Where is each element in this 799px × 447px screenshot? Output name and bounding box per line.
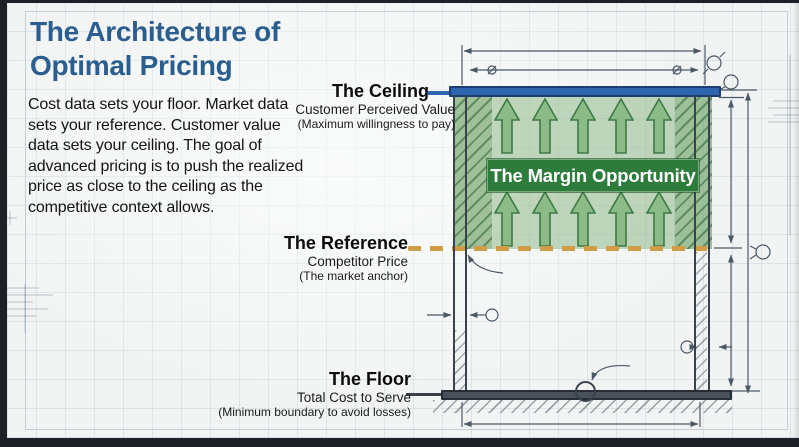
intro-paragraph: Cost data sets your floor. Market data s… <box>28 96 304 216</box>
right-column-hatching <box>696 252 707 391</box>
reference-label-group: The Reference Competitor Price (The mark… <box>195 234 408 284</box>
floor-label-group: The Floor Total Cost to Serve (Minimum b… <box>170 370 411 420</box>
title-line-2: Optimal Pricing <box>30 50 233 81</box>
ceiling-note: (Maximum willingness to pay) <box>297 117 455 131</box>
ceiling-subtitle: Customer Perceived Value <box>295 102 455 117</box>
page-title: The Architecture of Optimal Pricing <box>30 15 280 83</box>
up-arrow-icon <box>570 98 596 154</box>
left-column-hatching <box>455 330 465 391</box>
floor-pointer-arrow <box>591 364 631 381</box>
up-arrow-icon <box>570 191 596 247</box>
title-line-1: The Architecture of <box>30 16 280 47</box>
up-arrow-icon <box>608 98 634 154</box>
reference-subtitle: Competitor Price <box>307 254 408 269</box>
margin-arrow-row <box>494 98 672 154</box>
ceiling-name: The Ceiling <box>331 81 429 101</box>
reference-price-dashed-line <box>408 246 712 251</box>
floor-datum-circle <box>575 381 596 402</box>
ceiling-label-connector <box>428 91 450 95</box>
dimension-lines <box>427 45 771 427</box>
left-structural-column <box>453 95 467 391</box>
up-arrow-icon <box>608 191 634 247</box>
up-arrow-icon <box>646 98 672 154</box>
reference-note: (The market anchor) <box>299 269 408 283</box>
floor-subtitle: Total Cost to Serve <box>296 390 411 405</box>
margin-arrow-row <box>494 191 672 247</box>
up-arrow-icon <box>532 191 558 247</box>
up-arrow-icon <box>494 191 520 247</box>
ceiling-label-group: The Ceiling Customer Perceived Value (Ma… <box>235 82 455 132</box>
floor-ground-hatching <box>433 400 732 413</box>
right-structural-column <box>694 95 710 391</box>
faint-blueprint-marks <box>7 55 799 333</box>
up-arrow-icon <box>646 191 672 247</box>
margin-hatch-band-left <box>455 95 492 249</box>
floor-note: (Minimum boundary to avoid losses) <box>218 405 411 419</box>
reference-name: The Reference <box>283 233 408 253</box>
up-arrow-icon <box>532 98 558 154</box>
reference-pointer-arrow <box>467 254 504 274</box>
up-arrow-icon <box>494 98 520 154</box>
floor-name: The Floor <box>329 369 411 389</box>
dimension-linework <box>7 45 799 427</box>
blueprint-paper: The Architecture of Optimal Pricing Cost… <box>7 3 799 438</box>
floor-label-connector <box>406 393 443 396</box>
ceiling-price-bar <box>449 86 721 97</box>
margin-opportunity-badge: The Margin Opportunity <box>487 159 699 192</box>
